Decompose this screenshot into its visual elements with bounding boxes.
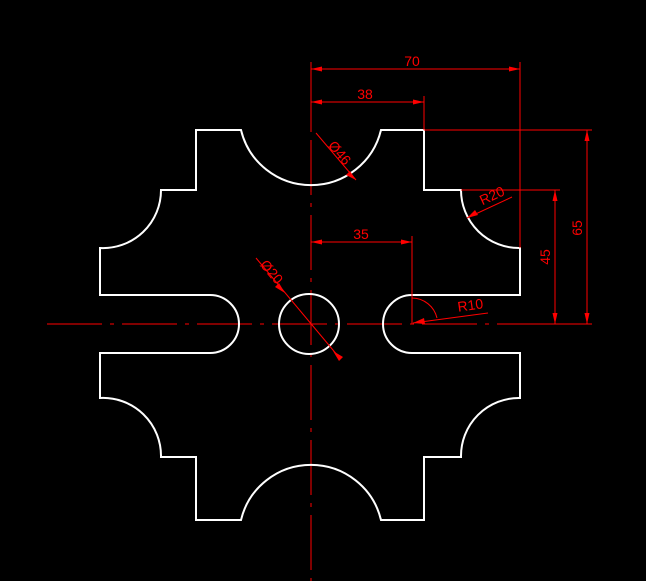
d46-label: Ø46 bbox=[325, 138, 354, 169]
dim-45-label: 45 bbox=[537, 249, 553, 265]
dimension-labels: 70 38 35 65 45 R20 R10 Ø46 Ø20 bbox=[257, 53, 585, 315]
arrow-r10 bbox=[413, 318, 425, 324]
arrow-r20 bbox=[467, 210, 478, 218]
d20-leader bbox=[255, 257, 339, 357]
dim-35-label: 35 bbox=[353, 226, 369, 242]
arrowheads bbox=[275, 66, 590, 361]
arrow-38-right bbox=[413, 99, 424, 105]
arrow-45-top bbox=[552, 190, 558, 201]
arrow-45-bottom bbox=[552, 313, 558, 324]
center-hole bbox=[278, 293, 340, 355]
r20-label: R20 bbox=[477, 183, 507, 208]
arrow-d20-top bbox=[275, 283, 285, 293]
part-outline bbox=[99, 129, 521, 521]
arrow-65-top bbox=[584, 130, 590, 141]
r10-leader bbox=[412, 312, 489, 324]
arrow-35-left bbox=[311, 239, 322, 245]
d20-label: Ø20 bbox=[257, 257, 286, 288]
arrow-35-right bbox=[401, 239, 412, 245]
arrow-70-right bbox=[509, 66, 520, 72]
outer-contour bbox=[99, 129, 521, 521]
arrow-70-left bbox=[311, 66, 322, 72]
arrow-65-bottom bbox=[584, 313, 590, 324]
r10-arc bbox=[411, 297, 438, 319]
arrow-d20-bottom bbox=[333, 351, 343, 361]
arrow-38-left bbox=[311, 99, 322, 105]
dim-38-label: 38 bbox=[357, 86, 373, 102]
arrow-d46 bbox=[346, 171, 356, 180]
r10-label: R10 bbox=[456, 295, 484, 314]
dimension-lines bbox=[255, 62, 592, 357]
dim-65-label: 65 bbox=[569, 220, 585, 236]
centerlines bbox=[47, 65, 580, 581]
dim-70-label: 70 bbox=[404, 53, 420, 69]
